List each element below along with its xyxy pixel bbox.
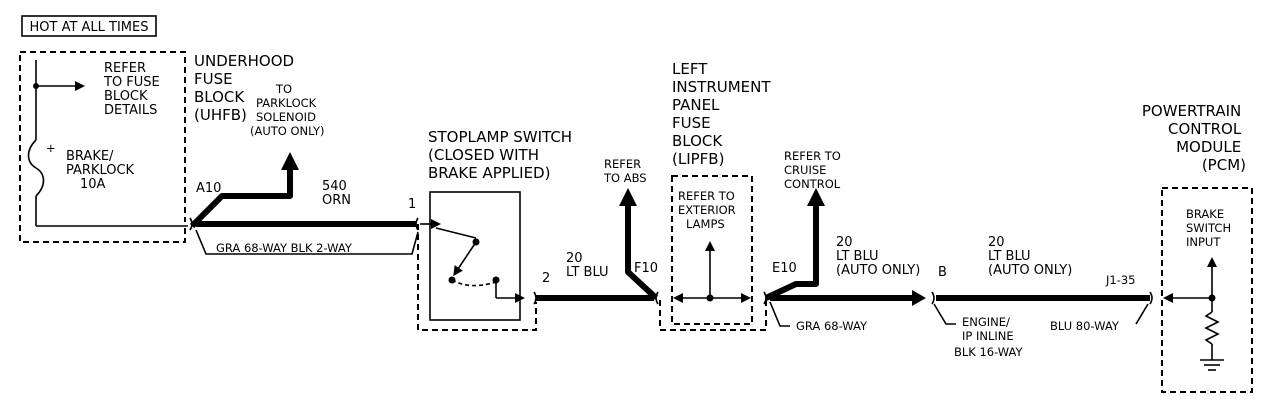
svg-text:HOT AT ALL TIMES: HOT AT ALL TIMES bbox=[29, 20, 148, 35]
stoplamp-switch: 1 STOPLAMP SWITCH (CLOSED WITH BRAKE APP… bbox=[408, 128, 577, 331]
lipfb-pin-e10: E10 bbox=[772, 261, 797, 276]
svg-text:20 LT BLU: 20 LT BLU bbox=[566, 251, 609, 280]
svg-text:GRA 68-WAY BLK 2-WAY: GRA 68-WAY BLK 2-WAY bbox=[216, 241, 353, 255]
wire-20-lt-blu-inline-to-pcm: 20 LT BLU (AUTO ONLY) J1-35 bbox=[936, 235, 1153, 305]
fuse-name-brake-parklock: BRAKE/ PARKLOCK 10A bbox=[66, 149, 138, 192]
lipfb-pin-f10: F10 bbox=[634, 261, 658, 276]
ground-icon bbox=[1200, 359, 1224, 371]
uhfb-pin-a10: A10 bbox=[196, 181, 221, 196]
stoplamp-pin-1: 1 bbox=[408, 197, 416, 212]
underhood-fuse-block: + REFER TO FUSE BLOCK DETAILS BRAKE/ PAR… bbox=[19, 51, 188, 243]
wire-540-orn: 540 ORN bbox=[189, 152, 419, 231]
hot-at-all-times-label: HOT AT ALL TIMES bbox=[21, 15, 157, 37]
svg-text:20 LT BLU (AUTO ON: 20 LT BLU (AUTO ONLY) bbox=[988, 235, 1072, 278]
pull-down-resistor bbox=[1204, 311, 1220, 345]
wire-20-lt-blu-lipfb-to-inline: E10 REFER TO CRUISE CONTROL 20 LT BLU (A… bbox=[764, 149, 926, 333]
refer-cruise-control: REFER TO CRUISE CONTROL bbox=[784, 149, 845, 191]
refer-abs: REFER TO ABS bbox=[603, 157, 647, 185]
inline-label: ENGINE/ IP INLINE BLK 16-WAY bbox=[954, 315, 1024, 359]
pcm-title: POWERTRAIN CONTROL MODULE (PCM) bbox=[1142, 102, 1246, 174]
stoplamp-pin-2: 2 bbox=[542, 271, 550, 286]
connector-blu80: BLU 80-WAY bbox=[1050, 319, 1120, 333]
parklock-solenoid-label: TO PARKLOCK SOLENOID (AUTO ONLY) bbox=[250, 82, 325, 138]
inline-pin-b: B bbox=[938, 265, 947, 280]
lipfb-title: LEFT INSTRUMENT PANEL FUSE BLOCK (LIPFB) bbox=[672, 60, 775, 168]
stoplamp-title: STOPLAMP SWITCH (CLOSED WITH BRAKE APPLI… bbox=[428, 128, 577, 182]
uhfb-title: UNDERHOOD FUSE BLOCK (UHFB) bbox=[194, 52, 299, 124]
svg-text:540 ORN: 540 ORN bbox=[322, 179, 351, 208]
pcm-pin-j1-35: J1-35 bbox=[1105, 273, 1136, 287]
fuse-symbol bbox=[27, 139, 45, 197]
svg-text:REFER TO EXTERIOR: REFER TO EXTERIOR LAMPS bbox=[678, 189, 739, 231]
connector-gra68-blk2: GRA 68-WAY BLK 2-WAY bbox=[195, 229, 419, 255]
svg-text:+: + bbox=[46, 141, 56, 155]
connector-gra68: GRA 68-WAY bbox=[796, 319, 868, 333]
pcm-brake-switch-input: BRAKE SWITCH INPUT bbox=[1186, 207, 1235, 249]
engine-ip-inline-connector: B ENGINE/ IP INLINE BLK 16-WAY BLU 80-WA… bbox=[931, 265, 1149, 359]
refer-fuse-block-details: REFER TO FUSE BLOCK DETAILS bbox=[103, 61, 164, 118]
svg-text:20 LT BLU (AUTO ON: 20 LT BLU (AUTO ONLY) bbox=[836, 235, 920, 278]
powertrain-control-module: POWERTRAIN CONTROL MODULE (PCM) BRAKE SW… bbox=[1142, 102, 1253, 393]
left-instrument-panel-fuse-block: LEFT INSTRUMENT PANEL FUSE BLOCK (LIPFB)… bbox=[655, 60, 775, 331]
wire-20-lt-blu-switch-to-lipfb: 20 LT BLU REFER TO ABS F10 bbox=[533, 157, 659, 305]
